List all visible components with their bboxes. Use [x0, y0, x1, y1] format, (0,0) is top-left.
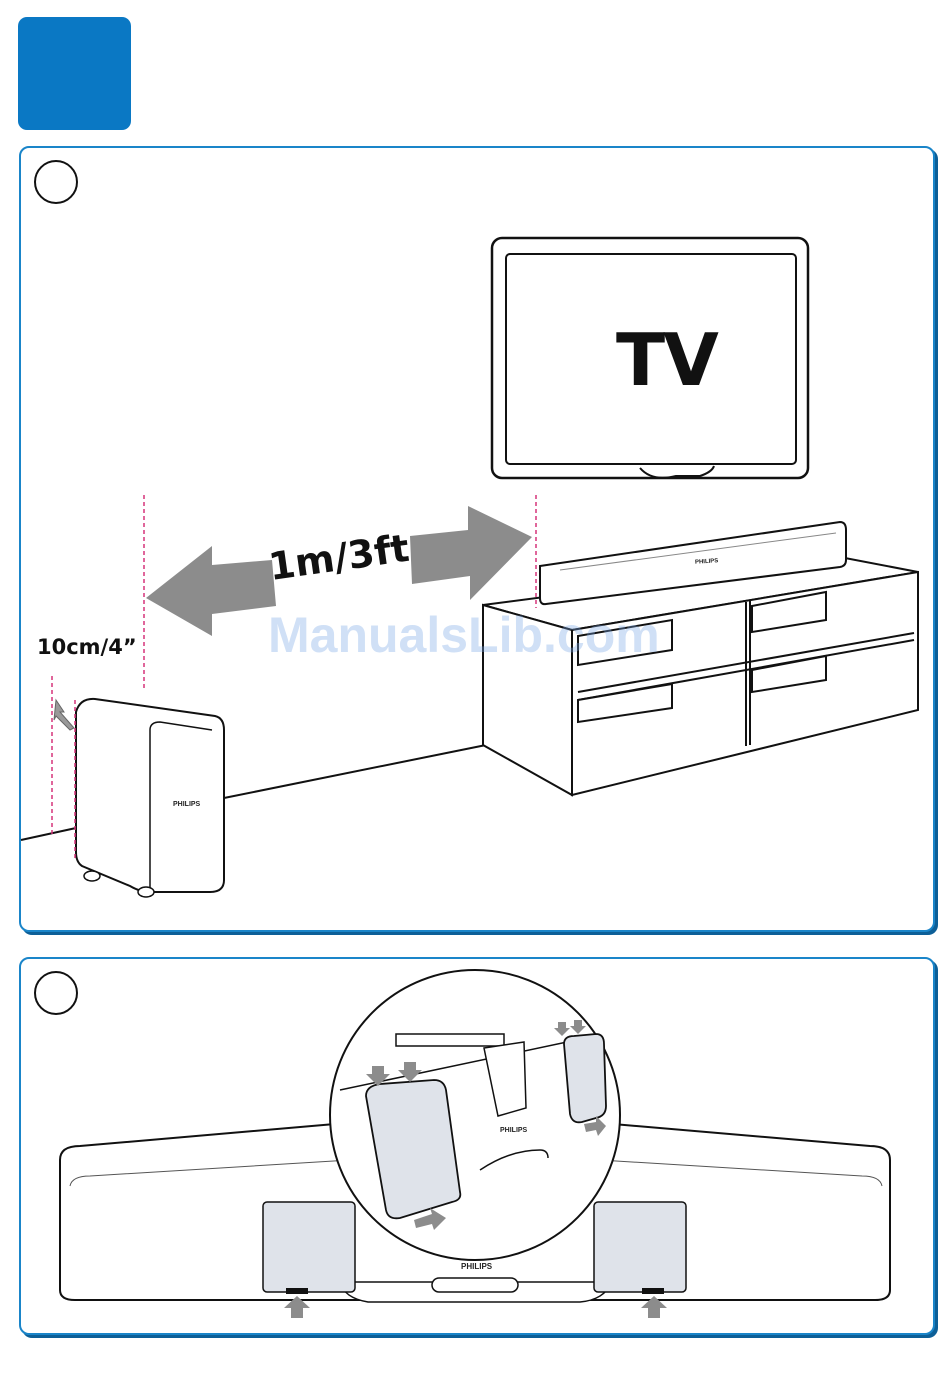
watermark: ManualsLib.com: [268, 606, 660, 664]
gap-arrow-icon: [54, 700, 74, 730]
bottom-brand-label: PHILIPS: [461, 1262, 492, 1271]
subwoofer-icon: [76, 699, 224, 897]
bracket-right-icon: [594, 1202, 686, 1294]
floor-line-left: [21, 828, 76, 840]
zoom-brand-label: PHILIPS: [500, 1127, 527, 1134]
gap-label: 10cm/4”: [37, 635, 137, 659]
zoom-detail: [330, 970, 620, 1260]
tv-label: TV: [616, 318, 717, 402]
subwoofer-brand-label: PHILIPS: [173, 801, 200, 808]
bracket-left-icon: [263, 1202, 355, 1294]
floor-line-right: [224, 745, 486, 798]
